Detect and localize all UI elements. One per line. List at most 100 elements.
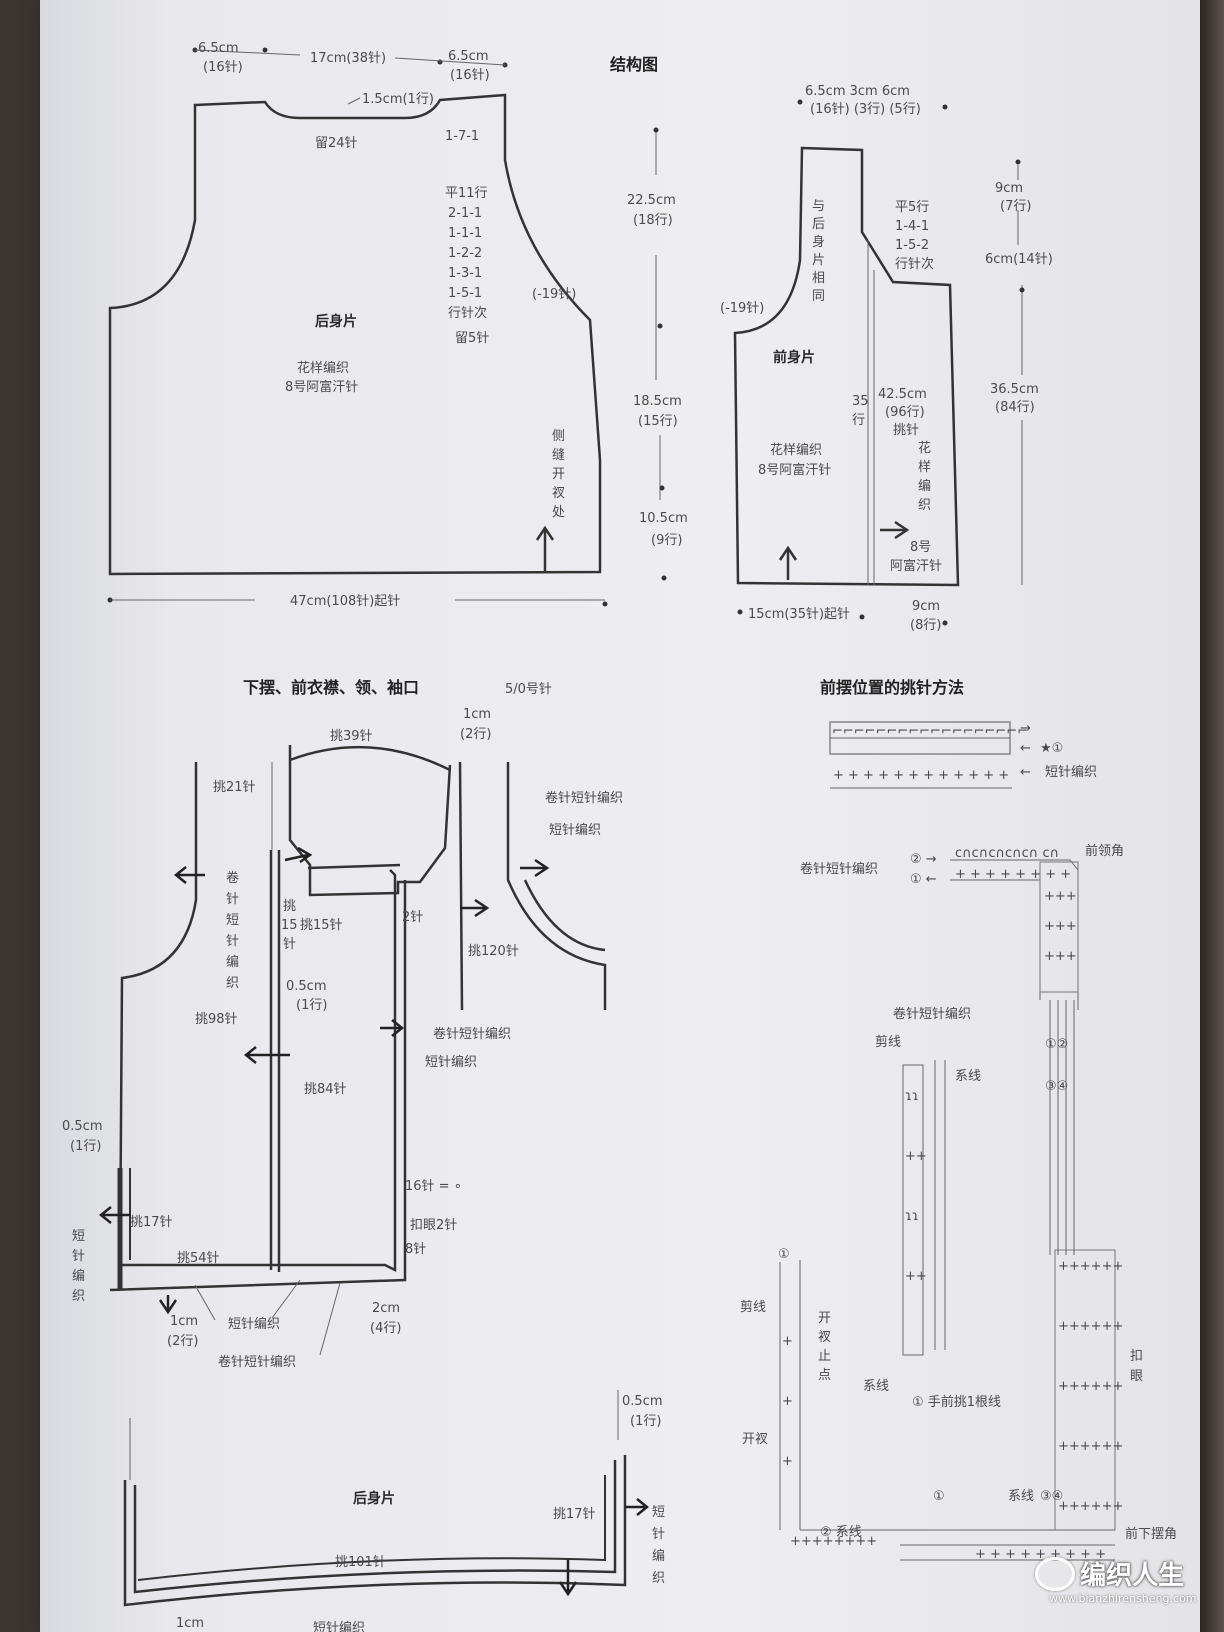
armhole-line-8: 留5针 <box>455 331 489 346</box>
slit-char-3: 开 <box>552 467 565 482</box>
hem-grid-5: ++++++ <box>1058 1499 1123 1514</box>
bb-sc-vertical: 短 针 编 织 <box>652 1505 665 1586</box>
armhole-line-2: 2-1-1 <box>448 206 482 221</box>
circle-1-2: ①② <box>1045 1037 1068 1052</box>
armhole-line-6: 1-5-1 <box>448 286 482 301</box>
front-dim-9cm-rows: (7行) <box>1000 199 1031 214</box>
inner-vertical-diagram: ɿɿ ++ ɿɿ ++ <box>902 1060 946 1356</box>
label-b-roll: 卷针短针编织 <box>218 1354 296 1370</box>
slit-stop-4: 点 <box>818 1368 831 1383</box>
lsv-2: 针 <box>72 1249 85 1264</box>
fp-char-3: 编 <box>918 479 931 494</box>
vr-3: 短 <box>226 913 239 928</box>
side-slit-label: 侧 缝 开 衩 处 <box>552 429 565 520</box>
label-roll-sc: 卷针短针编织 <box>545 790 623 806</box>
hem-cut2: 剪线 <box>740 1299 766 1315</box>
front-rows-35: 35 <box>852 394 869 409</box>
watermark: 编织人生 www.bianzhirensheng.com <box>1035 1555 1196 1605</box>
vr-6: 织 <box>226 976 239 991</box>
hem-grid-4: ++++++ <box>1058 1439 1123 1454</box>
same-as-back: 与 后 身 片 相 同 <box>812 199 825 304</box>
lv-sym-2: + <box>782 1394 793 1409</box>
front-top-dims-rows: (16针) (3行) (5行) <box>810 102 921 117</box>
front-needle-right-2: 阿富汗针 <box>890 558 942 574</box>
label-2rows: (2行) <box>460 727 491 742</box>
hem-front-hem-corner: 前下摆角 <box>1125 1526 1177 1542</box>
label-b-1cm: 1cm <box>170 1314 198 1329</box>
vr-2: 针 <box>226 892 239 907</box>
front-dim-36cm-rows: (84行) <box>995 400 1035 415</box>
vr-1: 卷 <box>226 870 239 886</box>
front-dim-6cm: 6cm(14针) <box>985 252 1053 267</box>
inner-sym-2: ++ <box>905 1149 927 1164</box>
front-armhole-decrease: (-19针) <box>720 301 764 316</box>
label-pick17: 挑17针 <box>130 1215 173 1230</box>
lsv-3: 编 <box>72 1269 85 1284</box>
inner-sym-3: ɿɿ <box>905 1209 919 1224</box>
bb-name: 后身片 <box>353 1490 395 1507</box>
slit-char-1: 侧 <box>552 429 565 444</box>
front-panel: 6.5cm 3cm 6cm (16针) (3行) (5行) 与 后 身 片 相 … <box>720 84 1053 633</box>
back-panel: 6.5cm (16针) 17cm(38针) 6.5cm (16针) 1.5cm(… <box>107 41 608 609</box>
bb-pick17: 挑17针 <box>553 1507 596 1522</box>
same-char-5: 相 <box>812 271 825 286</box>
same-char-2: 后 <box>812 217 825 232</box>
bb-sc: 短针编织 <box>313 1621 365 1632</box>
front-pickup-length: 42.5cm <box>878 387 927 402</box>
top-sc-row: + + + + + + + + <box>955 867 1071 882</box>
edging-title: 下摆、前衣襟、领、袖口 <box>243 678 419 697</box>
lv-sym-1: + <box>782 1334 793 1349</box>
front-pickup-rows: (96行) <box>885 405 925 420</box>
hem-tie-right: 系线 <box>1008 1489 1034 1504</box>
armhole-line-1: 平11行 <box>445 186 488 201</box>
label-8st: 8针 <box>405 1242 426 1257</box>
fp-char-4: 织 <box>918 498 931 513</box>
dim-body: 18.5cm <box>633 394 682 409</box>
left-sc-vertical: 短 针 编 织 <box>72 1229 85 1304</box>
front-hem-method: 前摆位置的挑针方法 ⌐⌐⌐⌐⌐⌐⌐⌐⌐⌐⌐⌐⌐⌐⌐⌐⌐⌐ + + + + + +… <box>740 678 1177 1562</box>
label-pick98: 挑98针 <box>195 1012 238 1027</box>
front-pattern: 花样编织 <box>770 442 822 458</box>
back-neck-shaping: 1-7-1 <box>445 129 479 144</box>
slit-char-2: 缝 <box>552 448 565 463</box>
bottom-sc-row: + + + + + + + + + <box>975 1547 1106 1562</box>
slit-stop-3: 止 <box>818 1349 831 1364</box>
bbsv-1: 短 <box>652 1505 665 1520</box>
hem-grid-2: ++++++ <box>1058 1319 1123 1334</box>
label-left-one-row: (1行) <box>70 1139 101 1154</box>
front-neck-shaping: 平5行 1-4-1 1-5-2 行针次 <box>895 200 934 272</box>
circle-3-4: ③④ <box>1040 1489 1063 1504</box>
edging-arrows <box>98 846 550 1315</box>
same-char-3: 身 <box>812 234 825 250</box>
inner-sym-1: ɿɿ <box>905 1089 919 1104</box>
inner-sym-4: ++ <box>905 1269 927 1284</box>
back-armhole-shaping: 平11行 2-1-1 1-1-1 1-2-2 1-3-1 1-5-1 行针次 留… <box>445 186 489 346</box>
watermark-name: 编织人生 <box>1080 1561 1185 1591</box>
hem-marker-2: ② → <box>910 852 937 867</box>
front-dim-9cm: 9cm <box>995 181 1023 196</box>
front-needle-right-1: 8号 <box>910 540 931 555</box>
label-pick54: 挑54针 <box>177 1251 220 1266</box>
vr-5: 编 <box>226 955 239 970</box>
edging-hook: 5/0号针 <box>505 682 552 697</box>
front-pickup-label: 挑针 <box>893 423 919 438</box>
top-row-symbols: c∩c∩c∩c∩c∩ c∩ <box>955 846 1059 861</box>
corner-symbols-2: +++ <box>1044 919 1077 934</box>
small-arrow-3: ← <box>1020 765 1031 780</box>
vertical-roll-sc: 卷 针 短 针 编 织 <box>226 870 239 991</box>
hem-cut: 剪线 <box>875 1034 901 1050</box>
front-neck-line-3: 1-5-2 <box>895 238 929 253</box>
dim-armhole: 22.5cm <box>627 193 676 208</box>
back-top-right-stitches: (16针) <box>450 68 490 83</box>
front-neck-line-4: 行针次 <box>895 256 934 272</box>
slit-char-4: 衩 <box>552 486 565 501</box>
label-left-half-cm: 0.5cm <box>62 1119 103 1134</box>
hem-grid-3: ++++++ <box>1058 1379 1123 1394</box>
front-top-dims: 6.5cm 3cm 6cm <box>805 84 910 99</box>
front-bottom-left: 15cm(35针)起针 <box>748 607 850 622</box>
back-bottom-width: 47cm(108针)起针 <box>290 594 400 609</box>
back-top-left-stitches: (16针) <box>203 60 243 75</box>
same-char-4: 片 <box>812 253 825 268</box>
label-roll-sc2: 卷针短针编织 <box>433 1026 511 1042</box>
